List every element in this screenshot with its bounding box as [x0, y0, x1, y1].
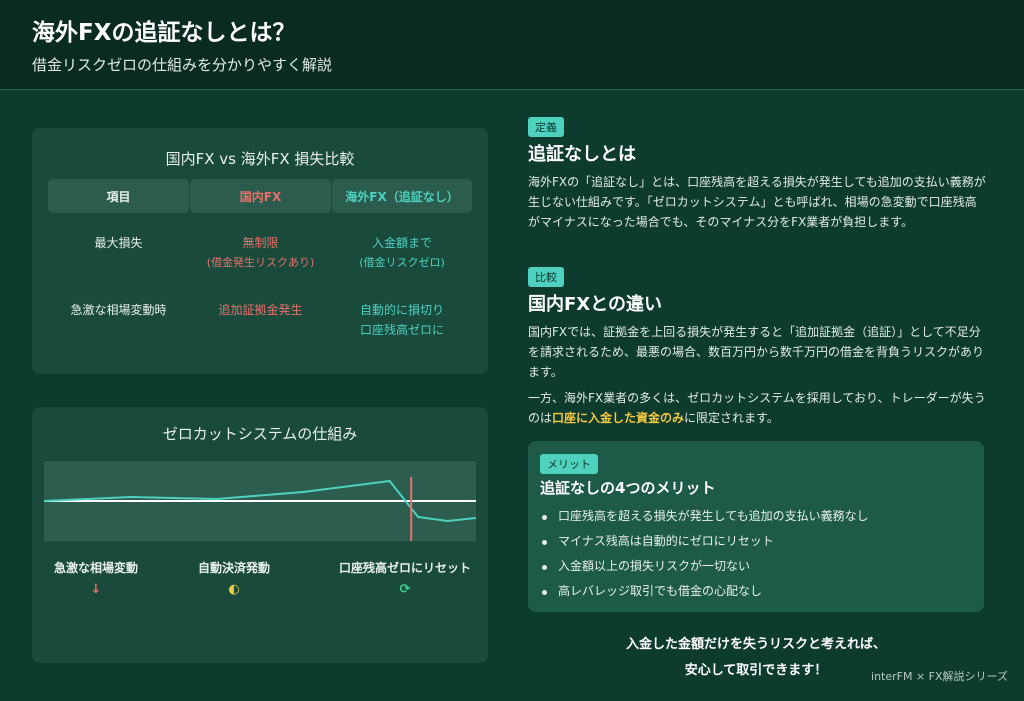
difference-body1: 国内FXでは、証拠金を上回る損失が発生すると「追加証拠金（追証）」として不足分を… [528, 325, 985, 379]
row2-overseas-line2: 口座残高ゼロに [359, 323, 444, 337]
row1-overseas: 入金額まで (借金リスクゼロ) [332, 233, 472, 273]
page-subtitle: 借金リスクゼロの仕組みを分かりやすく解説 [32, 56, 333, 74]
body2-pre: 一方、海外FX業者の多くは、ゼロカットシステムを採用しており、トレーダーが失うの… [528, 391, 986, 425]
merits-heading: 追証なしの4つのメリット [540, 479, 716, 497]
merits-tag: メリット [540, 454, 598, 474]
header: 海外FXの追証なしとは？ 借金リスクゼロの仕組みを分かりやすく解説 [0, 0, 1024, 90]
list-item: 入金額以上の損失リスクが一切ない [540, 554, 972, 579]
definition-section: 定義 追証なしとは 海外FXの「追証なし」とは、口座残高を超える損失が発生しても… [528, 116, 988, 232]
row1-domestic-value: 無制限 [242, 236, 279, 250]
step-reset-zero: 口座残高ゼロにリセット ⟳ [332, 559, 478, 597]
step-auto-settle: 自動決済発動 ◐ [174, 559, 294, 597]
zerocut-chart [44, 461, 476, 541]
step-label: 急激な相場変動 [53, 561, 138, 575]
difference-section: 比較 国内FXとの違い 国内FXでは、証拠金を上回る損失が発生すると「追加証拠金… [528, 266, 988, 428]
row2-overseas-value: 自動的に損切り [359, 303, 444, 317]
definition-body: 海外FXの「追証なし」とは、口座残高を超える損失が発生しても追加の支払い義務が生… [528, 175, 986, 229]
shield-icon: ◐ [228, 582, 240, 597]
definition-tag: 定義 [528, 117, 564, 137]
difference-body2: 一方、海外FX業者の多くは、ゼロカットシステムを採用しており、トレーダーが失うの… [528, 388, 988, 428]
step-market-move: 急激な相場変動 ↓ [36, 559, 156, 597]
refresh-icon: ⟳ [399, 582, 411, 597]
balance-line [44, 479, 476, 523]
conclusion: 入金した金額だけを失うリスクと考えれば、 安心して取引できます！ [528, 632, 984, 684]
definition-heading: 追証なしとは [528, 144, 636, 165]
step-label: 口座残高ゼロにリセット [338, 561, 471, 575]
zerocut-card: ゼロカットシステムの仕組み 急激な相場変動 ↓ 自動決済発動 ◐ 口座残高ゼロにリセ… [32, 407, 488, 663]
row1-item: 最大損失 [94, 236, 143, 250]
conclusion-line1: 入金した金額だけを失うリスクと考えれば、 [625, 637, 886, 652]
comparison-card: 国内FX vs 海外FX 損失比較 項目 国内FX 海外FX（追証なし） 最大損… [32, 128, 488, 374]
merits-card: メリット 追証なしの4つのメリット 口座残高を超える損失が発生しても追加の支払い… [528, 441, 984, 612]
row2-overseas: 自動的に損切り口座残高ゼロに [332, 300, 472, 340]
page-title: 海外FXの追証なしとは？ [32, 20, 296, 46]
body2-highlight: 口座に入金した資金のみ [552, 411, 685, 425]
footer-credit: interFM × FX解説シリーズ [871, 670, 1008, 683]
difference-tag: 比較 [528, 267, 564, 287]
list-item: 高レバレッジ取引でも借金の心配なし [540, 579, 972, 604]
list-item: 口座残高を超える損失が発生しても追加の支払い義務なし [540, 504, 972, 529]
row2-item: 急激な相場変動時 [70, 303, 167, 317]
row1-domestic-note: (借金発生リスクあり) [206, 256, 315, 269]
arrow-down-icon: ↓ [90, 582, 102, 597]
comparison-title: 国内FX vs 海外FX 損失比較 [165, 150, 355, 168]
conclusion-line2: 安心して取引できます！ [684, 663, 828, 678]
row1-overseas-note: (借金リスクゼロ) [359, 256, 445, 269]
row2-domestic: 追加証拠金発生 [218, 303, 303, 317]
row1-domestic: 無制限 (借金発生リスクあり) [190, 233, 331, 273]
step-label: 自動決済発動 [197, 561, 270, 575]
merits-list: 口座残高を超える損失が発生しても追加の支払い義務なし マイナス残高は自動的にゼロ… [540, 504, 972, 604]
row1-overseas-value: 入金額まで [371, 236, 432, 250]
list-item: マイナス残高は自動的にゼロにリセット [540, 529, 972, 554]
header-item: 項目 [48, 179, 189, 213]
header-overseas: 海外FX（追証なし） [332, 179, 472, 213]
zerocut-title: ゼロカットシステムの仕組み [162, 425, 358, 443]
body2-post: に限定されます。 [684, 411, 779, 425]
header-domestic: 国内FX [190, 179, 331, 213]
difference-heading: 国内FXとの違い [528, 294, 662, 315]
